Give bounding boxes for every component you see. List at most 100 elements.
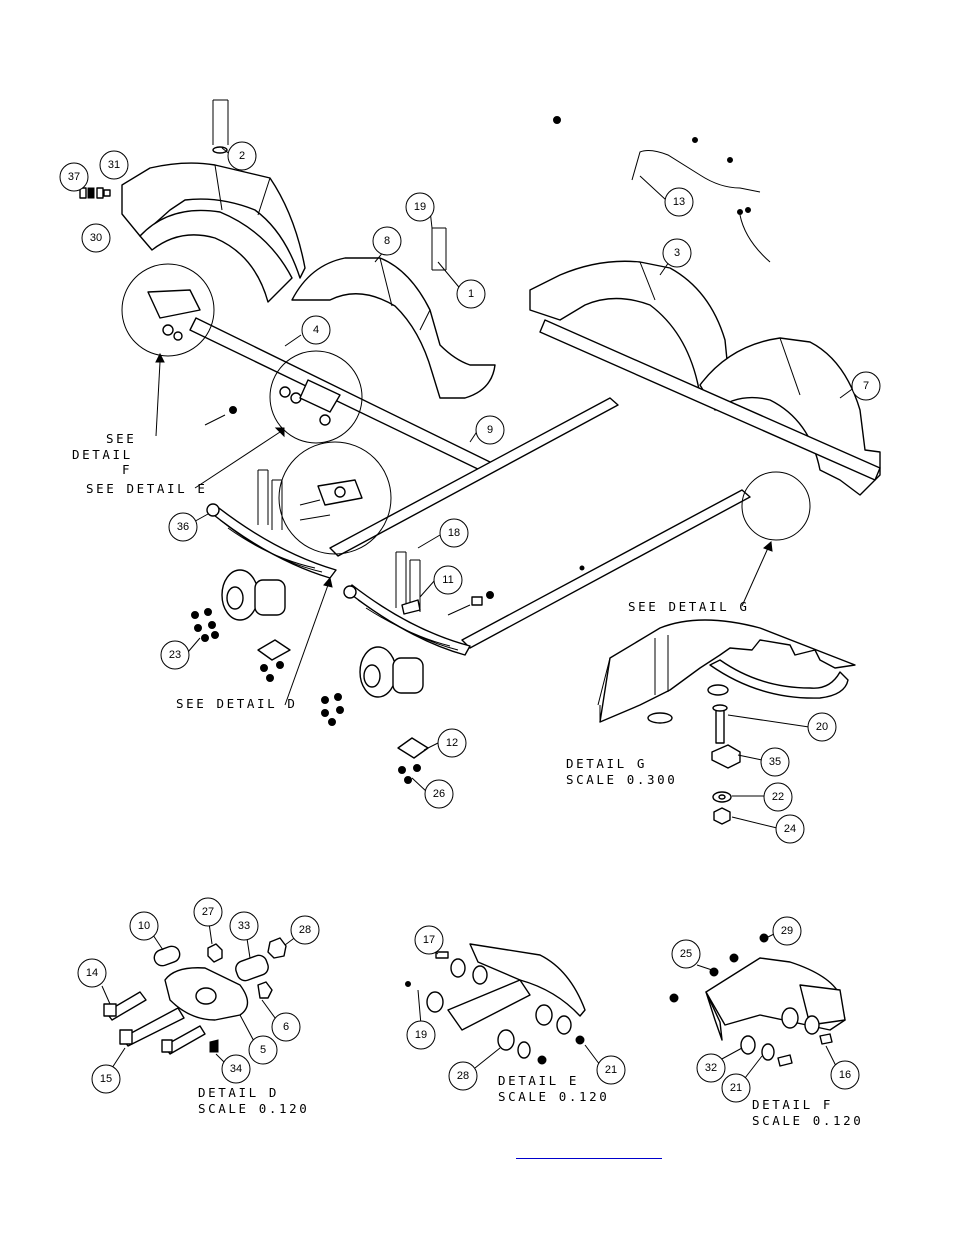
detail-g-drawing [597,619,856,724]
callout-1: 1 [456,279,486,309]
bolt-4-area [204,406,237,426]
detail-f-title: DETAIL F [752,1097,833,1112]
see-detail-f-line2: DETAIL [72,447,133,462]
leader-lines-main [155,147,856,829]
dot-marker [553,116,561,124]
callout-label: 28 [299,924,311,936]
callout-bubble [168,512,198,542]
callout-label: 32 [705,1062,717,1074]
callout-2: 2 [227,141,257,171]
callout-bubble [696,1053,726,1083]
detail-d-title: DETAIL D [198,1085,279,1100]
callout-bubble [91,1064,121,1094]
hub-rear [359,646,424,698]
detail-f-drawing: DETAIL F SCALE 0.120 [669,932,861,1128]
callout-label: 33 [238,920,250,932]
callout-37: 37 [59,162,89,192]
callout-bubble [456,279,486,309]
callout-label: 1 [468,288,474,300]
callout-label: 9 [487,424,493,436]
fender-middle [291,257,496,399]
callout-label: 24 [784,823,796,835]
see-detail-e-label: SEE DETAIL E [86,481,208,496]
callout-29: 29 [772,916,802,946]
callout-bubble [475,415,505,445]
hyperlink-underline[interactable] [516,1158,662,1159]
detail-e-drawing: DETAIL E SCALE 0.120 [405,943,607,1104]
callout-label: 22 [772,791,784,803]
bolt-11-area [401,591,494,616]
callout-bubble [664,187,694,217]
callout-label: 18 [448,527,460,539]
callout-label: 19 [414,201,426,213]
see-detail-g-label: SEE DETAIL G [628,599,750,614]
callout-label: 8 [384,235,390,247]
callout-26: 26 [424,779,454,809]
callout-bubble [671,939,701,969]
callout-bubble [662,238,692,268]
callout-22: 22 [763,782,793,812]
callout-label: 15 [100,1073,112,1085]
see-detail-f-line1: SEE [106,431,136,446]
callout-bubble [807,712,837,742]
callout-bubble [772,916,802,946]
callout-label: 4 [313,324,319,336]
callout-bubble [414,925,444,955]
callout-label: 11 [442,574,453,586]
callout-20: 20 [807,712,837,742]
callout-3: 3 [662,238,692,268]
callout-23: 23 [160,640,190,670]
callout-label: 30 [90,232,102,244]
see-detail-d-label: SEE DETAIL D [176,696,298,711]
detail-e-title: DETAIL E [498,1073,579,1088]
fender-right-front [699,337,881,496]
callout-28a: 28 [290,915,320,945]
callout-label: 7 [863,380,869,392]
callout-28b: 28 [448,1061,478,1091]
callout-bubble [596,1055,626,1085]
callout-label: 36 [177,521,189,533]
callout-9: 9 [475,415,505,445]
callout-bubble [77,958,107,988]
callout-bubble [721,1073,751,1103]
callout-label: 20 [816,721,828,733]
callout-21a: 21 [596,1055,626,1085]
callout-bubble [372,226,402,256]
callouts: 1 2 3 4 5 6 7 8 9 10 11 12 13 14 15 16 1… [59,141,881,1103]
callout-24: 24 [775,814,805,844]
callout-33: 33 [229,911,259,941]
callout-19a: 19 [405,192,435,222]
callout-18: 18 [439,518,469,548]
callout-15: 15 [91,1064,121,1094]
callout-bubble [763,782,793,812]
fender-hardware [79,187,111,199]
detail-g-circle [741,471,811,541]
callout-label: 12 [446,737,458,749]
callout-label: 35 [769,756,781,768]
main-assembly: SEE DETAIL F SEE DETAIL E SEE DETAIL D S… [72,99,881,829]
callout-bubble [405,192,435,222]
callout-27: 27 [193,897,223,927]
callout-bubble [851,371,881,401]
callout-label: 23 [169,649,181,661]
detail-f-mini [147,289,201,341]
callout-8: 8 [372,226,402,256]
callout-bubble [301,315,331,345]
callout-bubble [424,779,454,809]
callout-label: 21 [730,1082,742,1094]
detail-g-title: DETAIL G [566,756,647,771]
callout-bubble [193,897,223,927]
callout-bubble [221,1054,251,1084]
callout-21b: 21 [721,1073,751,1103]
callout-30: 30 [81,223,111,253]
detail-d-mini [299,479,363,521]
u-bolts-springs [257,469,421,612]
callout-bubble [406,1020,436,1050]
callout-7: 7 [851,371,881,401]
callout-label: 17 [423,934,435,946]
callout-bubble [433,565,463,595]
hub-front [221,569,286,621]
callout-label: 37 [68,171,80,183]
callout-bubble [59,162,89,192]
